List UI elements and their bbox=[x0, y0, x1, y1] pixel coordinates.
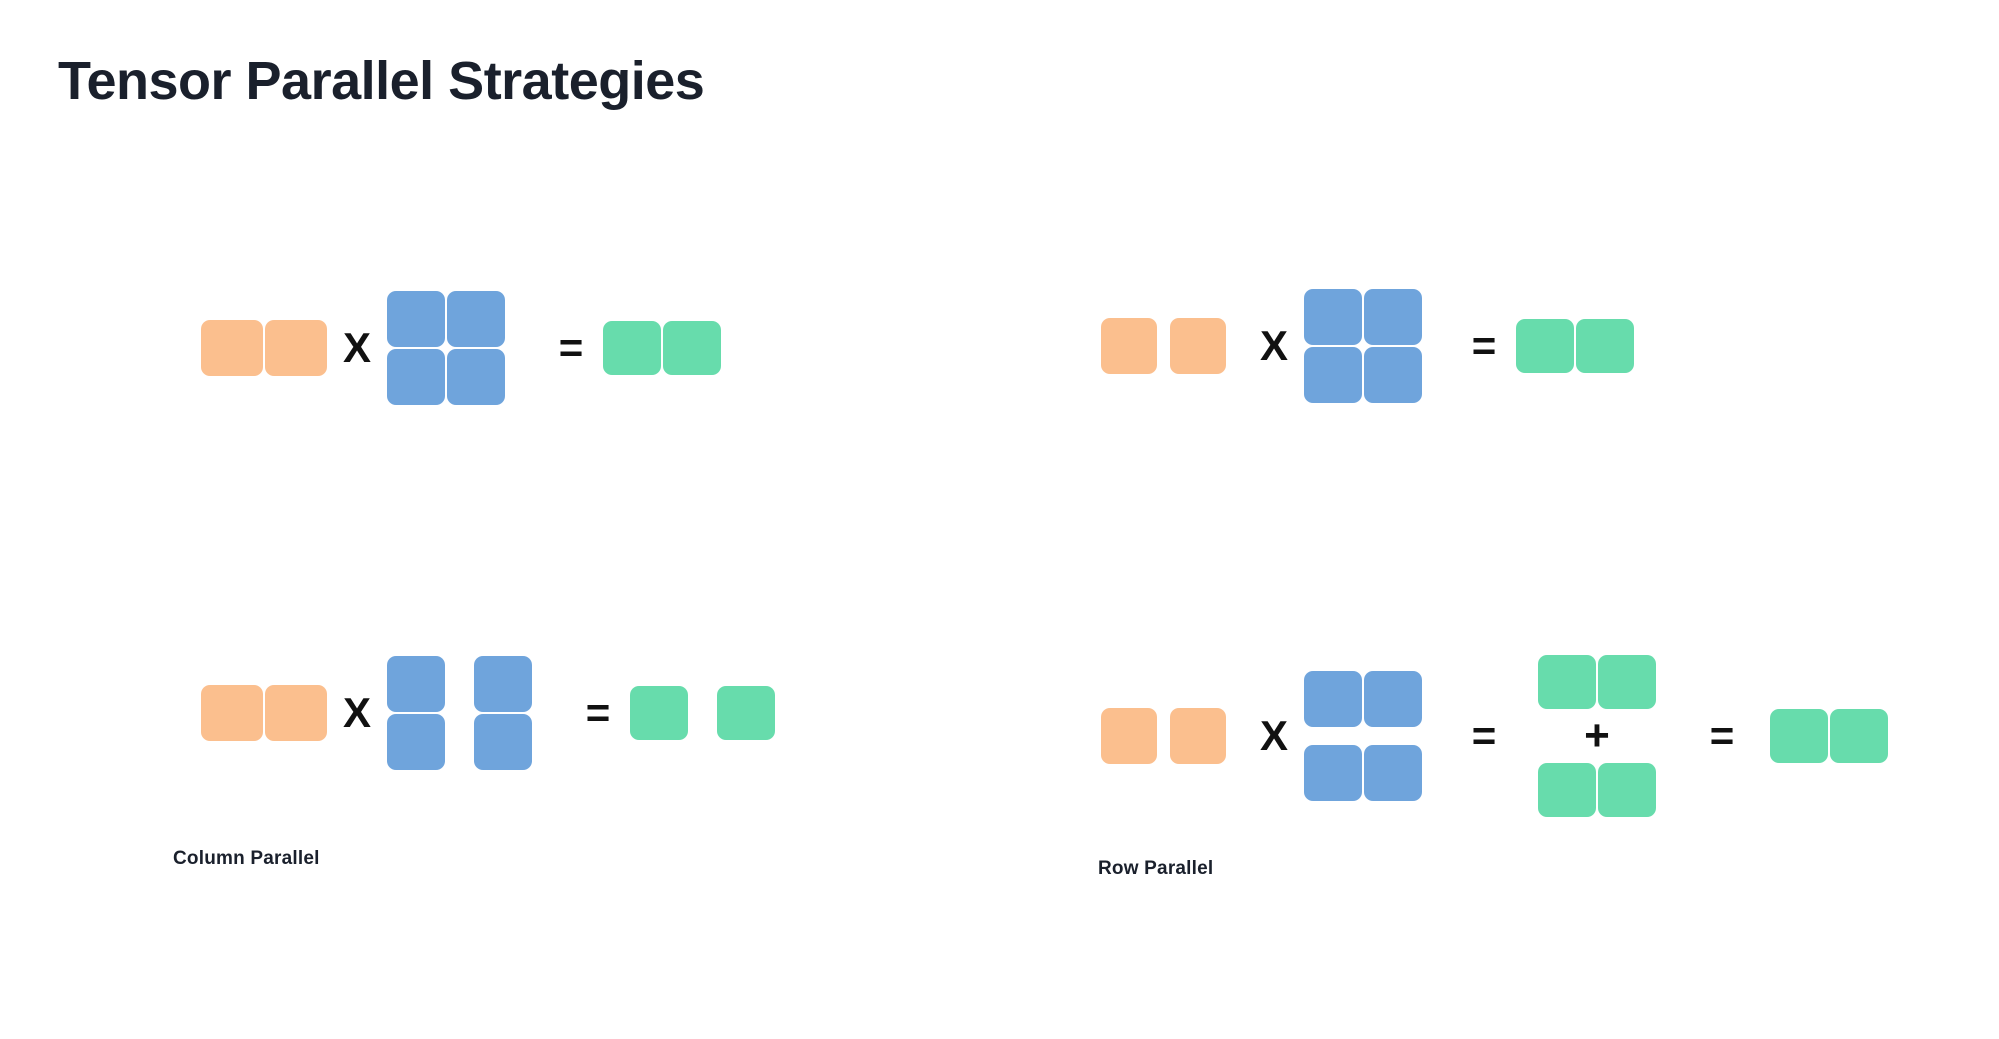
partial-output-matrix-green bbox=[1537, 763, 1657, 817]
matrix-row bbox=[200, 320, 328, 376]
matrix-row bbox=[1100, 708, 1227, 764]
weight-matrix-blue bbox=[386, 290, 506, 406]
weight-matrix-blue-column-sharded bbox=[386, 655, 533, 771]
matrix-cell-partial-output bbox=[1598, 763, 1656, 817]
operator-multiply: X bbox=[342, 689, 371, 736]
matrix-cell-weight bbox=[387, 349, 445, 405]
matrix-row bbox=[1100, 318, 1227, 374]
input-matrix-orange-split bbox=[1100, 318, 1227, 374]
caption-column-parallel: Column Parallel bbox=[173, 848, 320, 869]
operator-equals: = bbox=[558, 324, 584, 371]
matrix-cell-input bbox=[201, 685, 263, 741]
weight-matrix-blue-row-sharded bbox=[1303, 671, 1423, 801]
matrix-cell-input bbox=[1170, 318, 1226, 374]
output-matrix-green bbox=[1515, 319, 1635, 373]
matrix-cell-output bbox=[1770, 709, 1828, 763]
matrix-row bbox=[602, 321, 722, 375]
input-matrix-orange-split bbox=[1100, 708, 1227, 764]
matrix-cell-output bbox=[1830, 709, 1888, 763]
equation-row-parallel-sharded: X = + bbox=[1100, 655, 1889, 817]
output-matrix-green-column-sharded bbox=[629, 686, 776, 740]
matrix-cell-output bbox=[1516, 319, 1574, 373]
matrix-cell-input bbox=[1170, 708, 1226, 764]
matrix-row bbox=[1303, 346, 1423, 404]
final-output-matrix-green bbox=[1769, 709, 1889, 763]
matrix-cell-weight bbox=[387, 291, 445, 347]
matrix-row bbox=[1303, 288, 1423, 346]
matrix-row bbox=[200, 685, 328, 741]
matrix-cell-output bbox=[663, 321, 721, 375]
matrix-cell-output bbox=[1576, 319, 1634, 373]
matrix-row bbox=[386, 713, 533, 771]
matrix-cell-weight bbox=[387, 656, 445, 712]
matrix-cell-weight bbox=[1364, 671, 1422, 727]
matrix-cell-weight bbox=[1364, 289, 1422, 345]
caption-row-parallel: Row Parallel bbox=[1098, 858, 1214, 879]
matrix-cell-partial-output bbox=[1538, 763, 1596, 817]
matrix-cell-weight bbox=[447, 349, 505, 405]
matrix-cell-weight bbox=[1364, 745, 1422, 801]
matrix-row bbox=[386, 290, 506, 348]
matrix-cell-weight bbox=[1304, 289, 1362, 345]
matrix-cell-output bbox=[630, 686, 688, 740]
matrix-row bbox=[1769, 709, 1889, 763]
matrix-cell-weight bbox=[1304, 347, 1362, 403]
matrix-cell-weight bbox=[474, 714, 532, 770]
matrix-row bbox=[629, 686, 776, 740]
operator-plus: + bbox=[1584, 711, 1610, 760]
matrix-row bbox=[1303, 745, 1423, 801]
matrix-cell-input bbox=[265, 320, 327, 376]
equation-column-parallel-sharded: X = bbox=[200, 655, 776, 771]
matrix-cell-input bbox=[1101, 318, 1157, 374]
matrix-cell-input bbox=[1101, 708, 1157, 764]
page-title: Tensor Parallel Strategies bbox=[58, 51, 705, 111]
matrix-row bbox=[386, 655, 533, 713]
matrix-cell-weight bbox=[1304, 745, 1362, 801]
matrix-cell-weight bbox=[1364, 347, 1422, 403]
matrix-row bbox=[1537, 763, 1657, 817]
matrix-cell-weight bbox=[387, 714, 445, 770]
operator-multiply: X bbox=[1259, 712, 1288, 759]
matrix-cell-weight bbox=[474, 656, 532, 712]
operator-multiply: X bbox=[1259, 322, 1288, 369]
matrix-cell-weight bbox=[1304, 671, 1362, 727]
weight-matrix-blue bbox=[1303, 288, 1423, 404]
equation-row-parallel-baseline: X = bbox=[1100, 288, 1635, 404]
matrix-row bbox=[386, 348, 506, 406]
input-matrix-orange bbox=[200, 685, 328, 741]
matrix-cell-weight bbox=[447, 291, 505, 347]
output-matrix-green bbox=[602, 321, 722, 375]
operator-equals-final: = bbox=[1709, 712, 1735, 759]
matrix-cell-partial-output bbox=[1538, 655, 1596, 709]
partial-outputs-sum-group: + bbox=[1537, 655, 1657, 817]
operator-multiply: X bbox=[342, 324, 371, 371]
matrix-row bbox=[1303, 671, 1423, 727]
equation-column-parallel-baseline: X = bbox=[200, 290, 722, 406]
matrix-cell-output bbox=[717, 686, 775, 740]
matrix-row bbox=[1537, 655, 1657, 709]
input-matrix-orange bbox=[200, 320, 328, 376]
operator-equals: = bbox=[1471, 712, 1497, 759]
matrix-row bbox=[1515, 319, 1635, 373]
matrix-cell-input bbox=[201, 320, 263, 376]
matrix-cell-input bbox=[265, 685, 327, 741]
matrix-cell-partial-output bbox=[1598, 655, 1656, 709]
operator-equals: = bbox=[585, 689, 611, 736]
matrix-cell-output bbox=[603, 321, 661, 375]
partial-output-matrix-green bbox=[1537, 655, 1657, 709]
operator-equals: = bbox=[1471, 322, 1497, 369]
